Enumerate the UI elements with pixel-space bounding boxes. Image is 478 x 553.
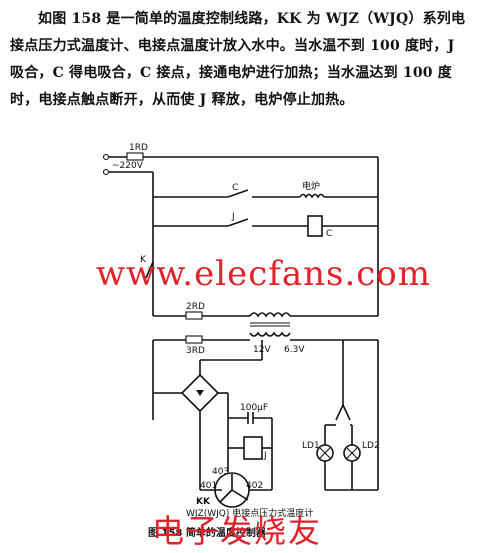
transformer-primary — [249, 312, 291, 318]
label-6-3v: 6.3V — [284, 345, 305, 355]
label-capacitor: 100μF — [240, 403, 268, 413]
label-3rd: 3RD — [186, 346, 205, 356]
label-kk: KK — [196, 497, 211, 507]
relay-j-coil — [243, 436, 263, 460]
label-403: 403 — [212, 467, 229, 477]
lamp-ld2-x2 — [345, 446, 359, 460]
lamp-ld1-x2 — [318, 446, 332, 460]
kk-pointer-402 — [231, 489, 249, 501]
label-ld1: LD1 — [302, 441, 320, 451]
watermark-url: www.elecfans.com — [96, 254, 431, 294]
supply-terminal-top — [102, 153, 110, 161]
contact-j — [227, 218, 249, 227]
coil-c — [307, 215, 323, 237]
bridge-diode-icon — [196, 390, 204, 396]
label-ld2: LD2 — [362, 441, 380, 451]
label-1rd: 1RD — [129, 143, 148, 153]
fuse-2rd — [185, 311, 203, 320]
label-402: 402 — [246, 481, 263, 491]
label-kk-description: WJZ(WJQ) 电接点压力式温度计 — [186, 507, 313, 519]
label-relay-j: J — [263, 451, 267, 461]
kk-pointer-401 — [219, 489, 233, 503]
supply-terminal-bottom — [102, 168, 110, 176]
fuse-1rd — [126, 152, 144, 161]
label-contact-j: J — [231, 212, 235, 222]
lamp-switch-1 — [335, 404, 344, 421]
label-12v: 12V — [253, 345, 271, 355]
label-switch-k: K — [140, 255, 147, 265]
transformer-secondary — [249, 331, 291, 337]
watermark-brand: 电子发烧友 — [152, 512, 323, 550]
fuse-3rd — [185, 335, 203, 344]
figure-caption: 图 158 简单的温度控制器 — [148, 528, 266, 539]
label-supply: ~220V — [112, 161, 144, 171]
label-contact-c: C — [232, 183, 238, 193]
label-401: 401 — [200, 481, 217, 491]
description-paragraph: 如图 158 是一简单的温度控制线路，KK 为 WJZ（WJQ）系列电接点压力式… — [10, 11, 466, 108]
contact-c — [227, 189, 249, 198]
label-2rd: 2RD — [186, 302, 205, 312]
label-heater: 电炉 — [302, 180, 320, 192]
switch-k — [145, 261, 154, 279]
lamp-switch-2 — [342, 404, 351, 421]
heater-element — [299, 193, 325, 199]
label-coil-c: C — [326, 229, 332, 239]
